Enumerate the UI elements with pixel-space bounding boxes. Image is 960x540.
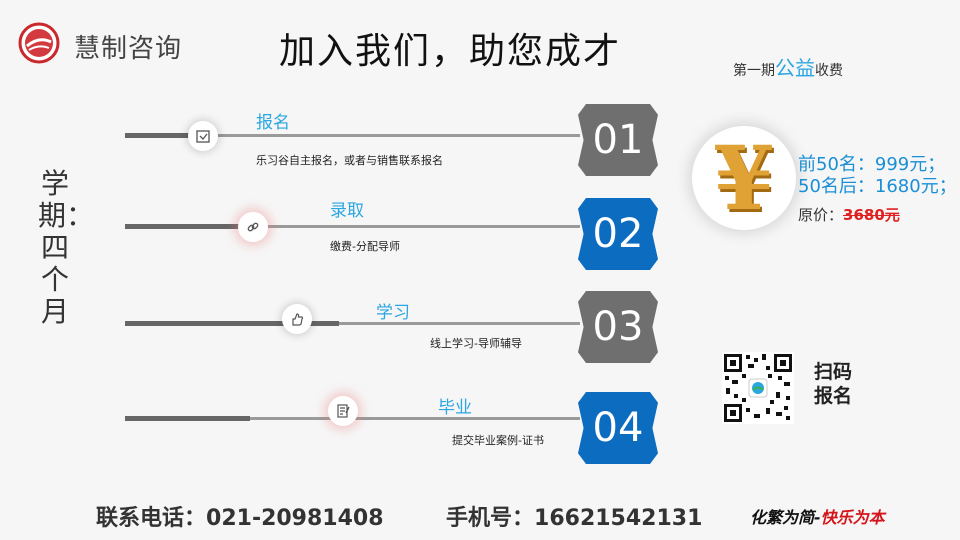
slogan-part-2: 快乐为本	[820, 508, 885, 527]
contact-phone: 联系电话：021-20981408	[96, 500, 384, 532]
original-price-value: 3680元	[843, 206, 900, 224]
slogan: 化繁为简-快乐为本	[750, 504, 885, 528]
step-desc-2: 缴费-分配导师	[330, 240, 400, 253]
price-line-1: 前50名：999元；	[798, 154, 946, 175]
page-title: 加入我们，助您成才	[278, 31, 621, 72]
company-logo	[18, 22, 60, 64]
period-label: 第一期公益收费	[733, 52, 843, 81]
period-highlight: 公益	[775, 56, 815, 80]
step-badge-1: 01	[578, 104, 658, 176]
scan-caption-2: 报名	[814, 385, 853, 407]
slogan-part-1: 化繁为简-	[750, 508, 821, 527]
step-desc-3: 线上学习-导师辅导	[430, 337, 522, 350]
original-price-label: 原价：	[798, 206, 844, 224]
link-icon	[238, 212, 268, 242]
thumbs-up-icon	[282, 304, 312, 334]
scan-caption-1: 扫码	[814, 361, 853, 383]
original-price: 原价：3680元	[798, 204, 900, 225]
step-name-2: 录取	[330, 201, 364, 221]
mobile-label: 手机号：	[446, 506, 535, 531]
period-prefix: 第一期	[733, 63, 775, 79]
step-desc-1: 乐习谷自主报名，或者与销售联系报名	[256, 154, 443, 167]
step-track-2	[125, 224, 580, 229]
step-track-1	[125, 133, 580, 138]
step-name-4: 毕业	[438, 398, 472, 418]
step-name-1: 报名	[256, 113, 290, 133]
register-icon	[188, 121, 218, 151]
step-desc-4: 提交毕业案例-证书	[452, 434, 544, 447]
price-line-2: 50名后：1680元；	[798, 176, 957, 197]
term-label: 学期：四个月	[38, 167, 95, 328]
phone-label: 联系电话：	[96, 506, 207, 531]
mobile-number[interactable]: 16621542131	[534, 506, 703, 531]
phone-number[interactable]: 021-20981408	[206, 506, 384, 531]
step-badge-4: 04	[578, 392, 658, 464]
yen-icon: ¥	[692, 126, 796, 230]
contact-mobile: 手机号：16621542131	[446, 500, 702, 532]
period-suffix: 收费	[815, 63, 843, 79]
scan-to-register-label: 扫码报名	[814, 360, 864, 408]
step-badge-2: 02	[578, 198, 658, 270]
step-name-3: 学习	[376, 303, 410, 323]
step-badge-3: 03	[578, 291, 658, 363]
qr-code[interactable]	[722, 352, 794, 424]
brand-name: 慧制咨询	[74, 34, 183, 64]
step-track-3	[125, 321, 580, 326]
certificate-icon	[328, 396, 358, 426]
